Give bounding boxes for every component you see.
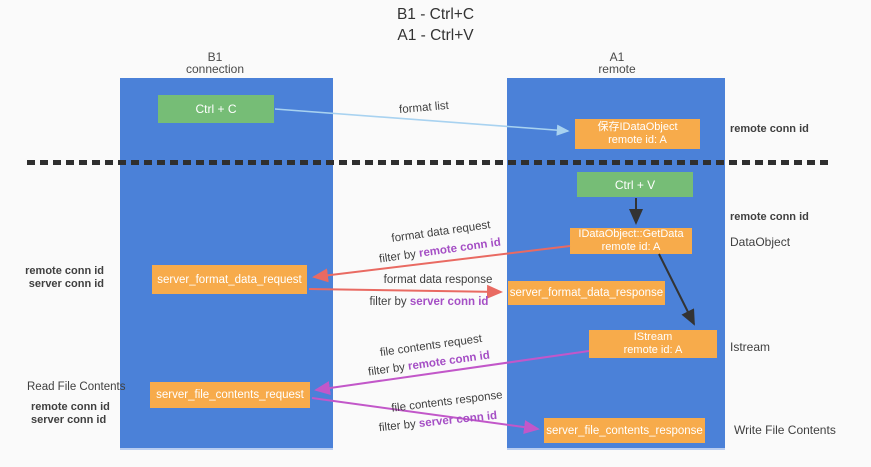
diagram-title-line2: A1 - Ctrl+V <box>397 27 474 44</box>
right-remote-conn-id-top-label: remote conn id <box>730 123 809 135</box>
node-save-idataobject: 保存IDataObject remote id: A <box>575 119 700 149</box>
format-data-response-arrow <box>308 284 503 299</box>
left-server-conn-id-bottom-label: server conn id <box>31 414 107 426</box>
right-column-header: A1 remote <box>552 51 682 75</box>
right-column-subtitle: remote <box>598 62 636 76</box>
left-column-header: B1 connection <box>150 51 280 75</box>
left-remote-conn-id-top-label: remote conn id <box>25 265 104 277</box>
node-server-file-contents-request: server_file_contents_request <box>150 382 310 408</box>
left-remote-conn-id-bottom-label: remote conn id <box>31 401 110 413</box>
left-column-subtitle: connection <box>185 62 245 76</box>
left-server-conn-id-top-label: server conn id <box>28 278 104 290</box>
node-idataobject-getdata: IDataObject::GetData remote id: A <box>570 228 692 254</box>
node-istream: IStream remote id: A <box>589 330 717 358</box>
diagram-title-line1: B1 - Ctrl+C <box>396 6 475 23</box>
istream-label: Istream <box>730 340 771 354</box>
phase-separator-dashed-line <box>27 160 832 165</box>
node-ctrl-v: Ctrl + V <box>577 172 693 197</box>
format-response-filter-label: filter by server conn id <box>369 296 489 308</box>
node-server-file-contents-response: server_file_contents_response <box>544 418 705 443</box>
node-server-format-data-response: server_format_data_response <box>508 281 665 305</box>
dataobject-label: DataObject <box>730 235 791 249</box>
left-column-title: B1 <box>207 50 223 64</box>
right-column-title: A1 <box>609 50 625 64</box>
read-file-contents-label: Read File Contents <box>27 381 126 393</box>
format-list-label: format list <box>398 99 450 117</box>
write-file-contents-label: Write File Contents <box>734 423 836 437</box>
format-data-response-label: format data response <box>383 274 493 286</box>
node-ctrl-c: Ctrl + C <box>158 95 274 123</box>
node-server-format-data-request: server_format_data_request <box>152 265 307 294</box>
right-remote-conn-id-mid-label: remote conn id <box>730 211 809 223</box>
